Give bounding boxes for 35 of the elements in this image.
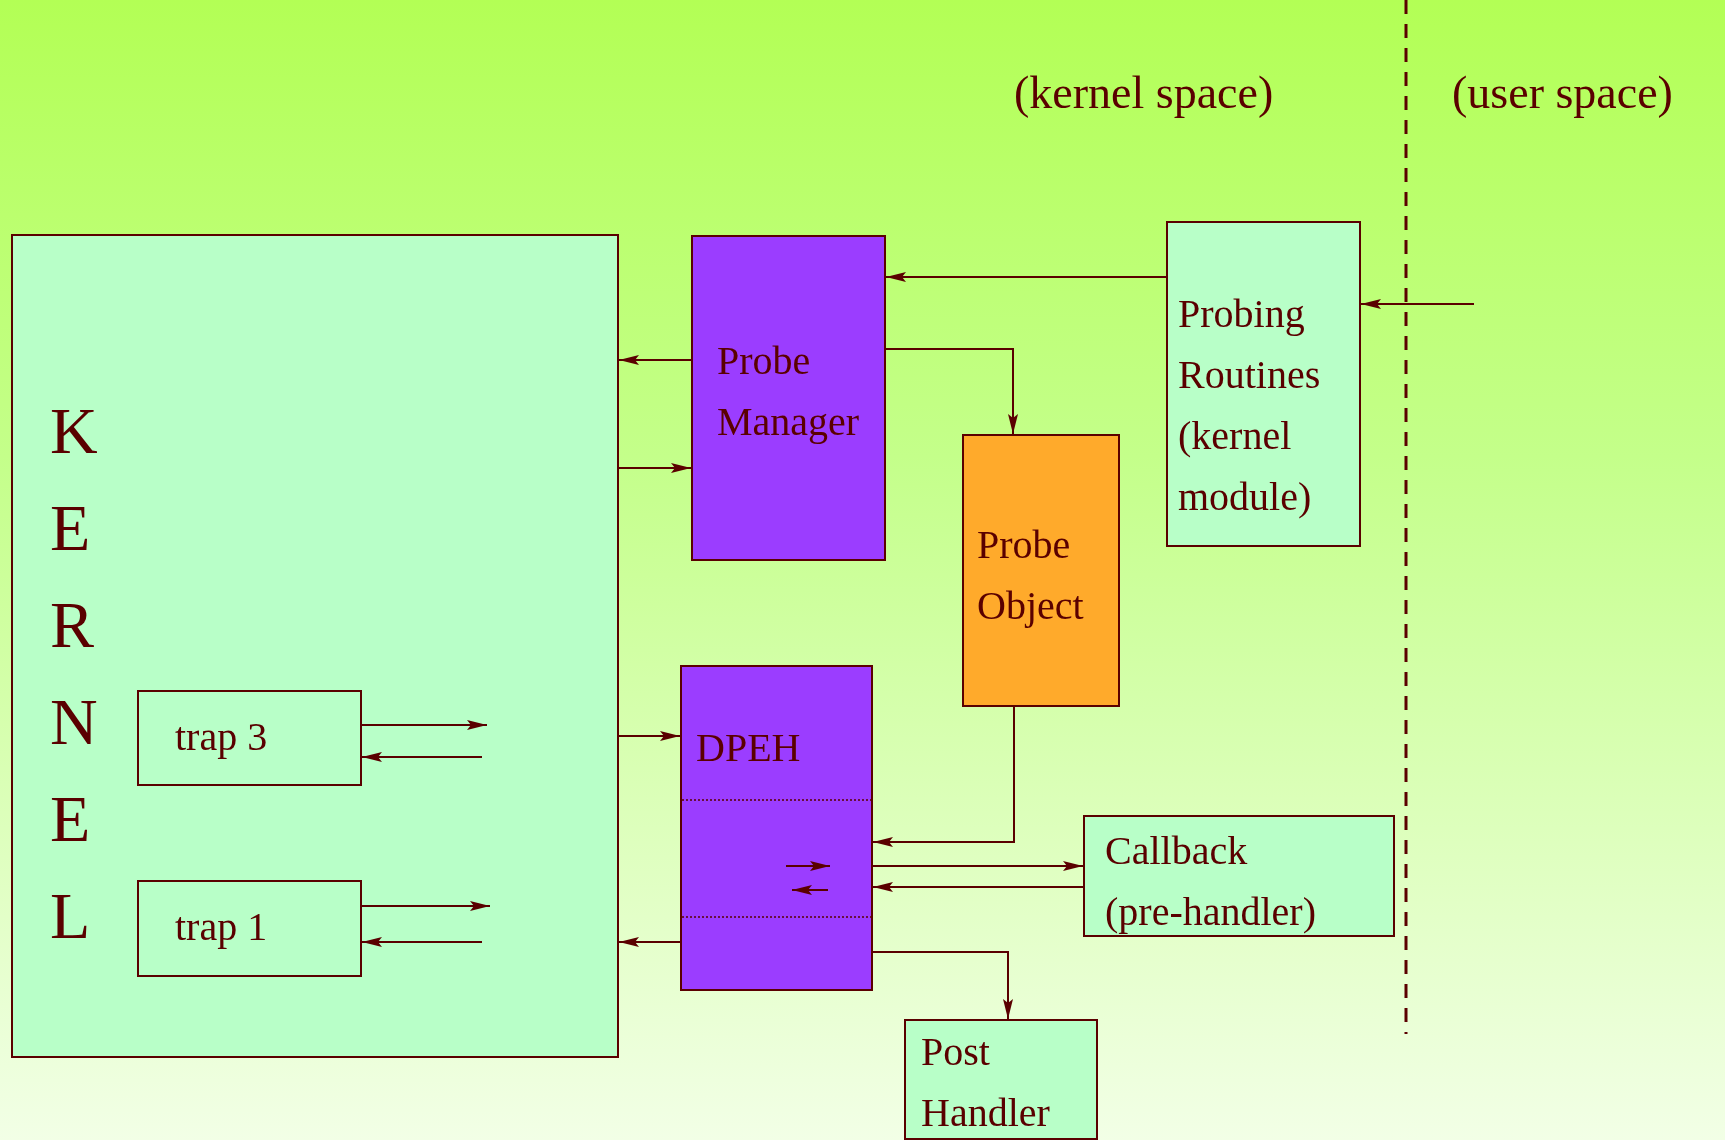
arrow [872,706,1015,847]
arrow [885,272,1167,282]
arrow [618,731,681,741]
handler-box [680,665,873,991]
box-label: Post Handler [921,1028,1051,1137]
arrow [872,882,1084,892]
process-box [691,235,886,561]
arrow [361,720,488,730]
arrow [361,937,483,947]
region-label: (user space) [1452,66,1673,119]
box-label: DPEH [696,724,802,772]
box-label: trap 3 [175,713,269,761]
arrow [361,752,483,762]
region-label: (kernel space) [1014,66,1274,119]
arrow [1360,299,1475,309]
box-label: Probe Object [977,521,1085,630]
trap-box [137,690,362,786]
object-box [962,434,1120,707]
arrow [618,937,681,947]
box-label: Callback (pre-handler) [1105,827,1317,936]
arrow [872,951,1013,1020]
box-label: Probe Manager [717,337,861,446]
arrow [885,348,1018,435]
arrow [361,901,491,911]
box-label: trap 1 [175,903,269,951]
arrow [618,463,692,473]
trap-box [137,880,362,977]
vertical-label: KERNEL [50,393,99,954]
handler-box [904,1019,1098,1140]
arrow [618,355,692,365]
callback-box [1083,815,1395,937]
arrow [872,861,1084,871]
module-box [1166,221,1361,547]
box-label: Probing Routines (kernel module) [1178,290,1322,521]
kernel-box [11,234,619,1058]
